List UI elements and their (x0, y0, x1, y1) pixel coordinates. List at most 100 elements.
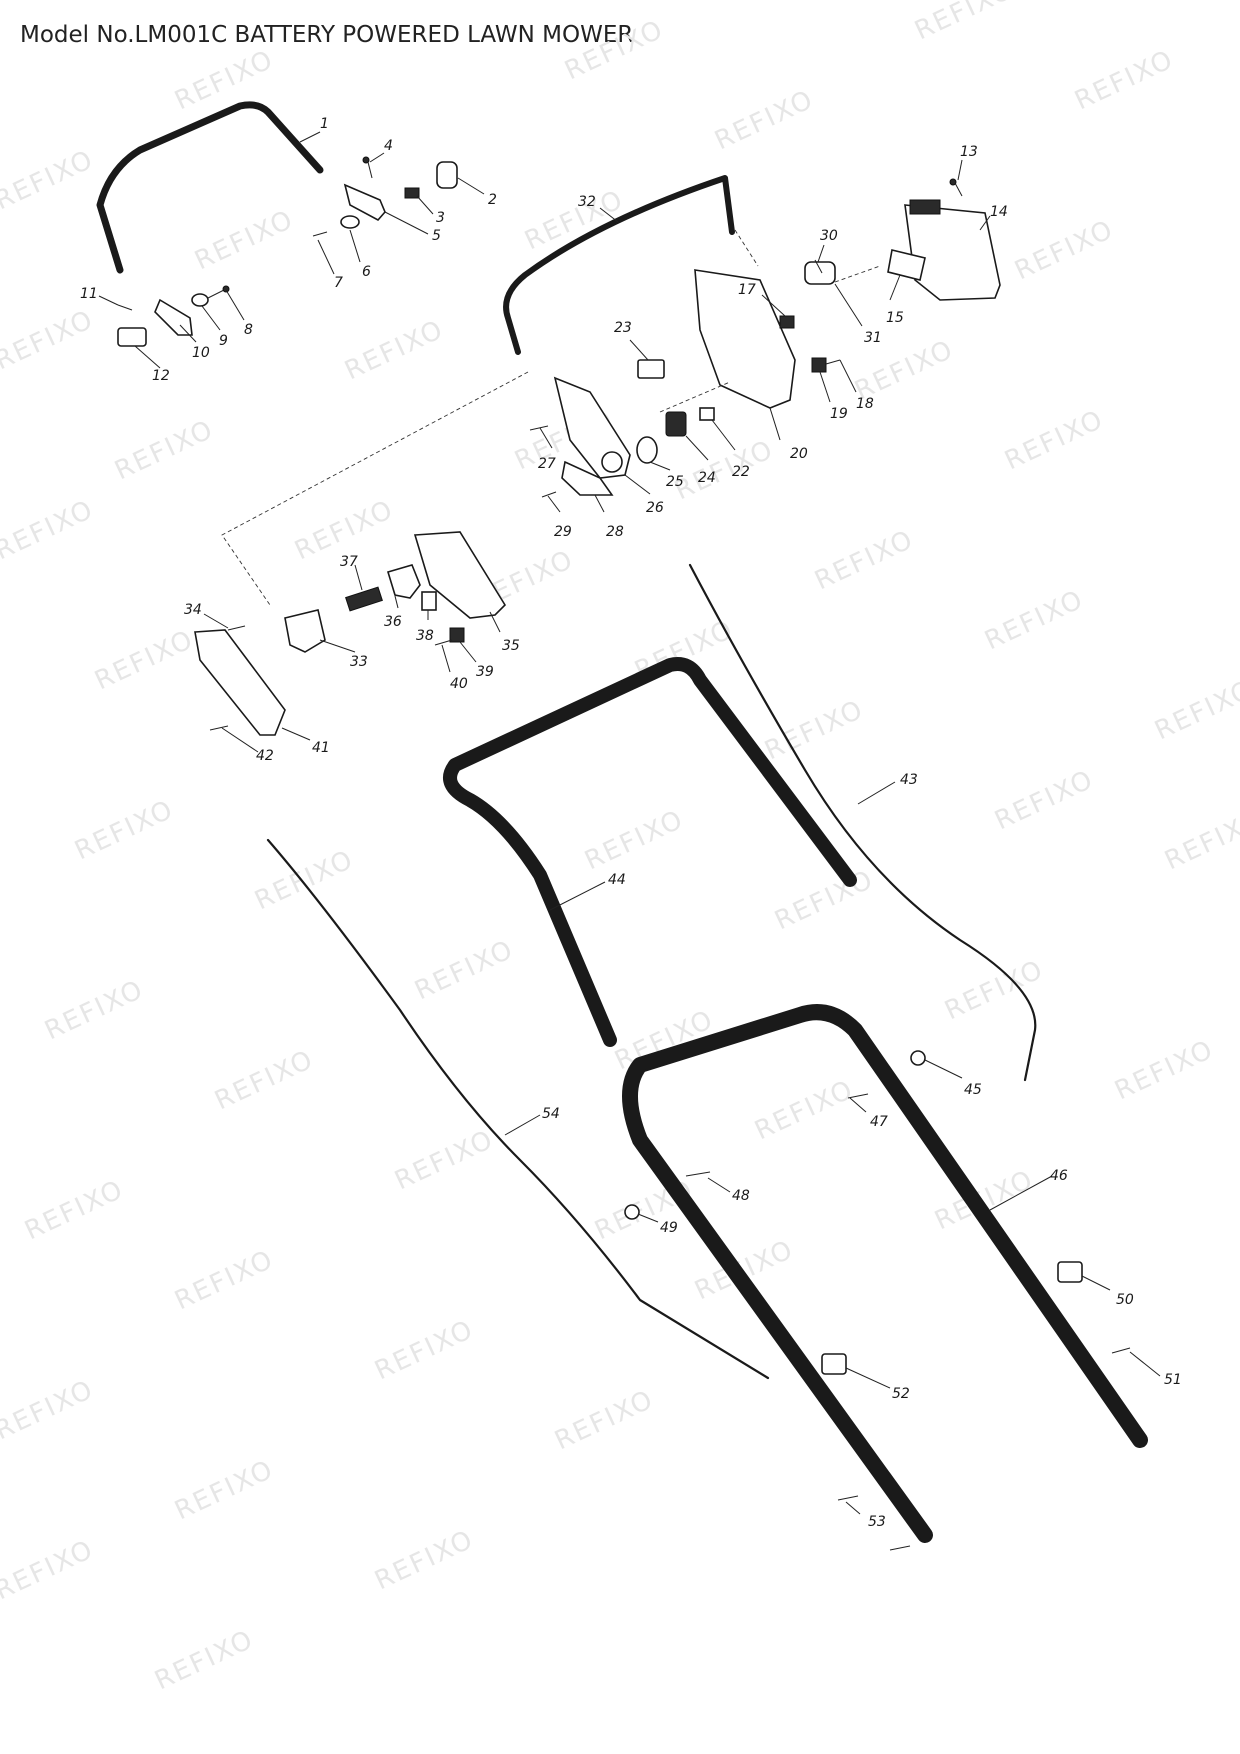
watermark-text: REFIXO (70, 794, 179, 866)
part-label-13: 13 (960, 144, 978, 160)
upper-handle-44 (443, 657, 857, 1047)
watermark-text: REFIXO (110, 414, 219, 486)
watermark-text: REFIXO (980, 584, 1089, 656)
part-label-12: 12 (152, 368, 170, 384)
part-label-41: 41 (312, 740, 330, 756)
watermark-text: REFIXO (370, 1524, 479, 1596)
watermark-text: REFIXO (810, 524, 919, 596)
part-label-2: 2 (488, 192, 497, 208)
part-label-7: 7 (334, 275, 343, 291)
part-label-46: 46 (1050, 1168, 1068, 1184)
part-label-22: 22 (732, 464, 750, 480)
watermark-text: REFIXO (710, 84, 819, 156)
cable-54 (266, 838, 770, 1380)
watermark-text: REFIXO (550, 1384, 659, 1456)
leader-lines (98, 131, 1161, 1515)
part-label-20: 20 (790, 446, 808, 462)
watermark-text: REFIXO (1150, 674, 1240, 746)
part-label-34: 34 (184, 602, 202, 618)
watermark-layer: REFIXO REFIXO REFIXO REFIXO REFIXO REFIXO REFI… (0, 0, 1240, 1696)
part-label-23: 23 (614, 320, 632, 336)
watermark-text: REFIXO (760, 694, 869, 766)
switch-box-assembly (503, 175, 1001, 498)
watermark-text: REFIXO (1070, 44, 1179, 116)
part-label-10: 10 (192, 345, 210, 361)
watermark-text: REFIXO (370, 1314, 479, 1386)
part-label-19: 19 (830, 406, 848, 422)
part-label-29: 29 (554, 524, 572, 540)
part-label-17: 17 (738, 282, 756, 298)
part-label-54: 54 (542, 1106, 560, 1122)
part-label-48: 48 (732, 1188, 750, 1204)
part-label-25: 25 (666, 474, 684, 490)
cable-43 (688, 563, 1037, 1082)
part-label-37: 37 (340, 554, 358, 570)
part-label-32: 32 (578, 194, 596, 210)
watermark-text: REFIXO (390, 1124, 499, 1196)
part-label-40: 40 (450, 676, 468, 692)
part-label-47: 47 (870, 1114, 888, 1130)
part-label-49: 49 (660, 1220, 678, 1236)
watermark-text: REFIXO (90, 624, 199, 696)
part-label-6: 6 (362, 264, 371, 280)
part-label-53: 53 (868, 1514, 886, 1530)
watermark-text: REFIXO (1110, 1034, 1219, 1106)
watermark-text: REFIXO (1010, 214, 1119, 286)
watermark-text: REFIXO (40, 974, 149, 1046)
lower-handle-46 (622, 1004, 1148, 1551)
watermark-text: REFIXO (410, 934, 519, 1006)
part-label-8: 8 (244, 322, 253, 338)
watermark-text: REFIXO (250, 844, 359, 916)
part-label-3: 3 (436, 210, 445, 226)
part-number-labels: 1234567891011121314151718192022232425262… (80, 116, 1182, 1530)
watermark-text: REFIXO (340, 314, 449, 386)
part-label-35: 35 (502, 638, 520, 654)
part-label-38: 38 (416, 628, 434, 644)
part-label-52: 52 (892, 1386, 910, 1402)
part-label-36: 36 (384, 614, 402, 630)
part-label-28: 28 (606, 524, 624, 540)
left-switch-assembly (194, 371, 529, 736)
part-label-33: 33 (350, 654, 368, 670)
page-title: Model No.LM001C BATTERY POWERED LAWN MOW… (20, 22, 634, 48)
watermark-text: REFIXO (0, 1534, 99, 1606)
watermark-text: REFIXO (910, 0, 1019, 46)
watermark-text: REFIXO (170, 1244, 279, 1316)
part-label-30: 30 (820, 228, 838, 244)
watermark-text: REFIXO (170, 1454, 279, 1526)
part-label-50: 50 (1116, 1292, 1134, 1308)
part-label-26: 26 (646, 500, 664, 516)
part-label-43: 43 (900, 772, 918, 788)
watermark-text: REFIXO (210, 1044, 319, 1116)
part-label-4: 4 (384, 138, 393, 154)
watermark-text: REFIXO (190, 204, 299, 276)
watermark-text: REFIXO (580, 804, 689, 876)
part-label-31: 31 (864, 330, 882, 346)
watermark-text: REFIXO (1000, 404, 1109, 476)
watermark-text: REFIXO (0, 304, 99, 376)
part-label-9: 9 (219, 333, 228, 349)
part-label-51: 51 (1164, 1372, 1182, 1388)
part-label-18: 18 (856, 396, 874, 412)
watermark-text: REFIXO (670, 434, 779, 506)
watermark-text: REFIXO (0, 494, 99, 566)
watermark-text: REFIXO (0, 144, 99, 216)
watermark-text: REFIXO (0, 1374, 99, 1446)
part-label-42: 42 (256, 748, 274, 764)
part-label-15: 15 (886, 310, 904, 326)
watermark-text: REFIXO (770, 864, 879, 936)
part-label-39: 39 (476, 664, 494, 680)
part-label-1: 1 (320, 116, 329, 132)
part-label-44: 44 (608, 872, 626, 888)
part-label-45: 45 (964, 1082, 982, 1098)
part-label-5: 5 (432, 228, 441, 244)
part-label-14: 14 (990, 204, 1008, 220)
watermark-text: REFIXO (1160, 804, 1240, 876)
part-label-24: 24 (698, 470, 716, 486)
watermark-text: REFIXO (150, 1624, 259, 1696)
watermark-text: REFIXO (750, 1074, 859, 1146)
watermark-text: REFIXO (560, 14, 669, 86)
watermark-text: REFIXO (20, 1174, 129, 1246)
